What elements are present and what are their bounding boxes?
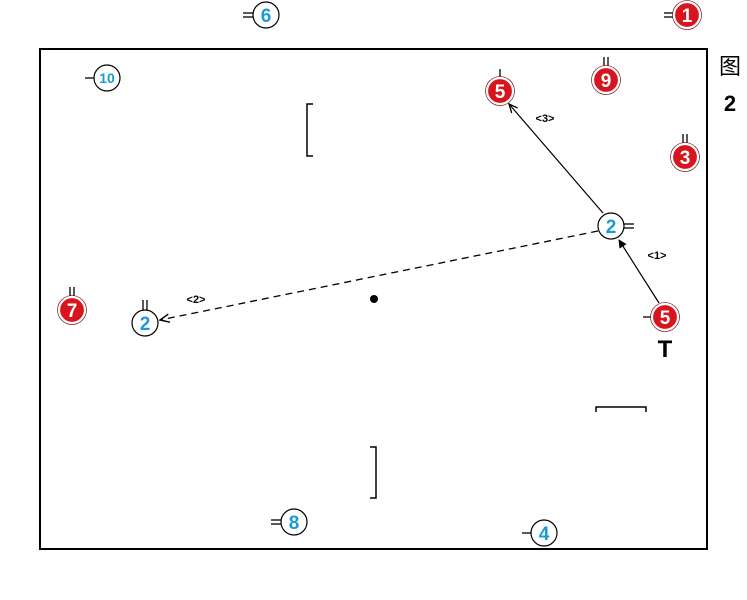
move-line-1 (618, 239, 660, 304)
player-red-5a: 5 (485, 69, 515, 106)
player-number: 5 (495, 82, 506, 103)
player-number: 4 (539, 524, 550, 545)
player-number: 6 (261, 6, 272, 27)
player-blue-6: 6 (243, 1, 280, 29)
cone-gate-bottom (370, 446, 377, 499)
player-token-circle (485, 76, 515, 106)
player-token-circle (530, 519, 558, 547)
figure-label-number: 2 (723, 91, 737, 116)
figure-label: 图 2 (717, 50, 743, 122)
player-token-circle (131, 309, 159, 337)
figure-label-char: 图 (718, 55, 741, 80)
step-label-2: <2> (187, 294, 206, 306)
player-token-circle (280, 508, 308, 536)
player-number: 9 (601, 71, 612, 92)
player-red-3: 3 (670, 134, 700, 172)
player-token-circle (597, 212, 625, 240)
step-label-1: <1> (648, 250, 667, 262)
cone-gate-top (306, 103, 313, 157)
move-line-3 (509, 104, 604, 214)
player-token-circle (672, 0, 702, 30)
player-token-circle (591, 65, 621, 95)
player-number: 5 (660, 308, 671, 329)
player-number: 2 (606, 217, 617, 238)
player-token-circle (650, 302, 680, 332)
player-blue-2b: 2 (131, 300, 159, 337)
player-token-circle (670, 142, 700, 172)
step-label-3: <3> (536, 113, 555, 125)
player-number: 7 (67, 301, 78, 322)
player-blue-8: 8 (271, 508, 308, 536)
player-blue-2a: 2 (597, 212, 634, 240)
player-token-circle (252, 1, 280, 29)
player-red-1: 1 (664, 0, 702, 30)
marker-T: T (658, 336, 673, 363)
pitch-boundary (39, 48, 708, 550)
player-number: 10 (99, 70, 115, 86)
pass-line-2 (160, 230, 599, 320)
player-number: 3 (680, 148, 691, 169)
player-token-circle (57, 295, 87, 325)
player-number: 2 (140, 314, 151, 335)
ball (370, 295, 378, 303)
cone-gate-right (595, 406, 647, 412)
player-number: 1 (682, 6, 693, 27)
player-number: 8 (289, 513, 300, 534)
player-red-9: 9 (591, 57, 621, 95)
player-red-5b: 5 (643, 302, 680, 332)
player-token-circle (93, 64, 121, 92)
player-blue-10: 10 (85, 64, 121, 92)
player-blue-4: 4 (522, 519, 558, 547)
player-red-7: 7 (57, 287, 87, 325)
